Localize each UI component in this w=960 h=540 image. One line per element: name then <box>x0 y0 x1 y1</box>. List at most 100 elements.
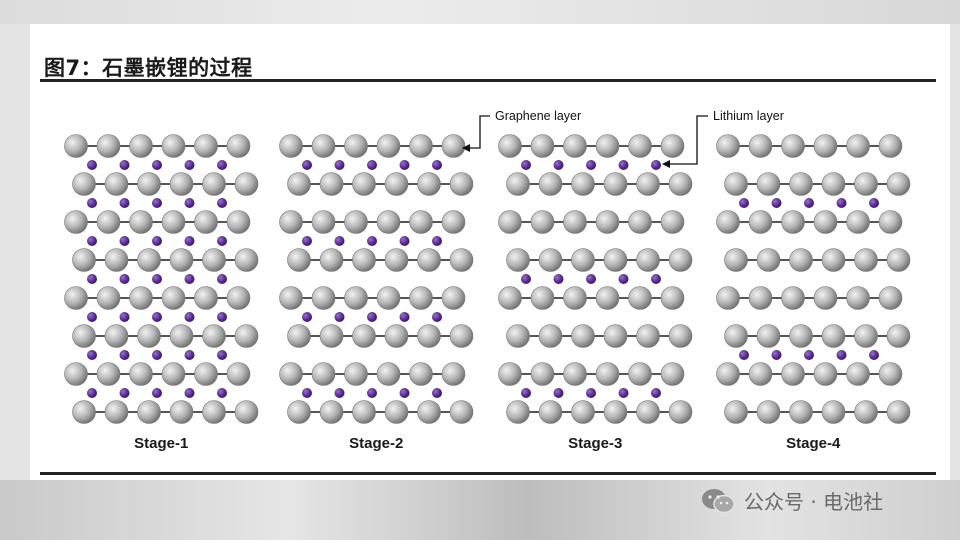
graphene-layer <box>716 210 903 234</box>
lithium-ion <box>184 274 195 284</box>
carbon-atom <box>498 286 522 310</box>
lithium-ion <box>119 198 130 208</box>
carbon-atom <box>449 400 474 424</box>
carbon-atom <box>96 362 121 386</box>
carbon-atom <box>129 286 153 310</box>
graphene-arrowhead <box>462 144 470 152</box>
carbon-atom <box>756 324 781 348</box>
stage-label: Stage-3 <box>568 435 622 452</box>
carbon-atom <box>352 172 376 196</box>
carbon-atom <box>169 248 194 272</box>
carbon-atom <box>344 362 368 386</box>
lithium-ion <box>184 198 195 208</box>
carbon-atom <box>821 324 846 348</box>
carbon-atom <box>104 324 129 348</box>
stage-label: Stage-2 <box>349 435 403 452</box>
carbon-atom <box>311 210 336 234</box>
lithium-ion <box>152 312 162 322</box>
carbon-atom <box>194 362 218 386</box>
carbon-atom <box>234 172 259 196</box>
figure-title: 图7：石墨嵌锂的过程 <box>44 56 253 80</box>
graphene-layer <box>498 362 685 386</box>
lithium-layer <box>87 236 227 246</box>
carbon-atom <box>287 324 311 348</box>
watermark-text: 公众号 · 电池社 <box>744 490 884 514</box>
lithium-layer <box>87 350 227 360</box>
carbon-atom <box>878 134 903 158</box>
carbon-atom <box>376 286 401 310</box>
stage-label: Stage-4 <box>786 435 841 452</box>
carbon-atom <box>129 362 153 386</box>
carbon-atom <box>756 248 781 272</box>
carbon-atom <box>311 286 336 310</box>
carbon-atom <box>72 324 96 348</box>
lithium-ion <box>184 350 195 360</box>
carbon-atom <box>279 286 303 310</box>
carbon-atom <box>724 324 748 348</box>
carbon-atom <box>384 400 409 424</box>
carbon-atom <box>161 286 186 310</box>
carbon-atom <box>854 248 878 272</box>
lithium-ion <box>87 350 97 360</box>
graphene-layer <box>287 400 474 424</box>
stage-1: Stage-1 <box>64 134 259 452</box>
carbon-atom <box>595 210 620 234</box>
lithium-layer <box>739 198 879 208</box>
carbon-atom <box>226 286 251 310</box>
stage-4: Stage-4 <box>716 134 911 452</box>
lithium-ion <box>184 160 195 170</box>
carbon-atom <box>716 362 740 386</box>
lithium-ion <box>152 388 162 398</box>
carbon-atom <box>789 400 813 424</box>
lithium-ion <box>184 312 195 322</box>
carbon-atom <box>748 362 773 386</box>
carbon-atom <box>789 248 813 272</box>
graphene-callout: Graphene layer <box>462 109 581 152</box>
carbon-atom <box>72 172 96 196</box>
carbon-atom <box>846 286 870 310</box>
carbon-atom <box>449 248 474 272</box>
carbon-atom <box>498 362 522 386</box>
carbon-atom <box>781 286 805 310</box>
carbon-atom <box>279 362 303 386</box>
carbon-atom <box>344 134 368 158</box>
carbon-atom <box>636 248 660 272</box>
lithium-ion <box>399 160 410 170</box>
carbon-atom <box>571 400 595 424</box>
lithium-layer <box>302 312 442 322</box>
carbon-atom <box>376 210 401 234</box>
carbon-atom <box>129 134 153 158</box>
lithium-ion <box>618 160 629 170</box>
carbon-atom <box>104 172 129 196</box>
carbon-atom <box>96 210 121 234</box>
graphene-layer <box>716 286 903 310</box>
lithium-ion <box>302 160 312 170</box>
lithium-ion <box>432 236 442 246</box>
graphene-layer <box>506 324 693 348</box>
carbon-atom <box>287 172 311 196</box>
lithium-ion <box>119 236 130 246</box>
carbon-atom <box>886 324 911 348</box>
lithium-ion <box>334 236 345 246</box>
carbon-atom <box>538 248 563 272</box>
graphene-layer <box>64 210 251 234</box>
carbon-atom <box>886 400 911 424</box>
carbon-atom <box>854 324 878 348</box>
carbon-atom <box>449 324 474 348</box>
carbon-atom <box>813 362 838 386</box>
lithium-ion <box>119 388 130 398</box>
graphene-layer <box>287 324 474 348</box>
carbon-atom <box>813 286 838 310</box>
lithium-ion <box>87 388 97 398</box>
carbon-atom <box>161 134 186 158</box>
carbon-atom <box>226 210 251 234</box>
lithium-layer <box>87 388 227 398</box>
graphene-layer <box>724 172 911 196</box>
carbon-atom <box>441 362 466 386</box>
background-top <box>0 0 960 24</box>
carbon-atom <box>234 324 259 348</box>
carbon-atom <box>813 210 838 234</box>
carbon-atom <box>319 248 344 272</box>
lithium-ion <box>87 160 97 170</box>
carbon-atom <box>344 210 368 234</box>
